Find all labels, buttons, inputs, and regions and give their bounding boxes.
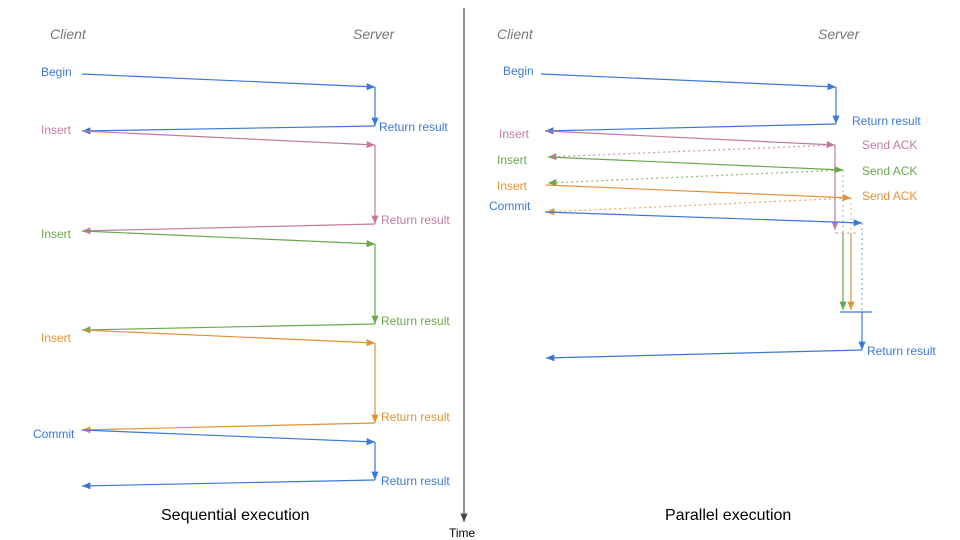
response-arrow xyxy=(81,323,376,334)
return-result-label: Return result xyxy=(852,114,921,128)
request-arrow xyxy=(81,130,376,149)
server-header: Server xyxy=(353,26,395,42)
request-arrow xyxy=(81,329,376,347)
client-header: Client xyxy=(497,26,533,42)
parallel-caption: Parallel execution xyxy=(665,507,792,524)
ack-arrow xyxy=(547,144,836,161)
commit-label: Commit xyxy=(489,199,531,213)
return-result-label: Return result xyxy=(381,474,450,488)
begin-label: Begin xyxy=(41,65,72,79)
insert-label: Insert xyxy=(41,227,72,241)
request-arrow xyxy=(544,211,863,227)
request-arrow xyxy=(540,73,837,91)
insert-label: Insert xyxy=(41,123,72,137)
response-arrow xyxy=(81,125,376,135)
response-arrow xyxy=(545,349,863,362)
return-result-label: Return result xyxy=(379,120,448,134)
response-arrow xyxy=(81,479,376,490)
request-arrow xyxy=(545,184,852,202)
ack-arrow xyxy=(545,197,852,216)
send-ack-label: Send ACK xyxy=(862,164,918,178)
return-result-label: Return result xyxy=(867,344,936,358)
time-axis-label: Time xyxy=(449,526,476,540)
sequential-caption: Sequential execution xyxy=(161,507,310,524)
request-arrow xyxy=(81,230,376,248)
client-header: Client xyxy=(50,26,86,42)
commit-label: Commit xyxy=(33,427,75,441)
request-arrow xyxy=(545,130,836,149)
insert-label: Insert xyxy=(497,153,528,167)
request-arrow xyxy=(81,429,376,446)
request-arrow xyxy=(547,156,844,174)
response-arrow xyxy=(81,223,376,235)
insert-label: Insert xyxy=(499,127,530,141)
insert-label: Insert xyxy=(41,331,72,345)
ack-arrow xyxy=(547,169,844,187)
begin-label: Begin xyxy=(503,64,534,78)
request-arrow xyxy=(81,73,376,91)
insert-label: Insert xyxy=(497,179,528,193)
server-header: Server xyxy=(818,26,860,42)
response-arrow xyxy=(544,123,837,135)
send-ack-label: Send ACK xyxy=(862,189,918,203)
return-result-label: Return result xyxy=(381,410,450,424)
response-arrow xyxy=(81,422,376,434)
send-ack-label: Send ACK xyxy=(862,138,918,152)
return-result-label: Return result xyxy=(381,213,450,227)
return-result-label: Return result xyxy=(381,314,450,328)
